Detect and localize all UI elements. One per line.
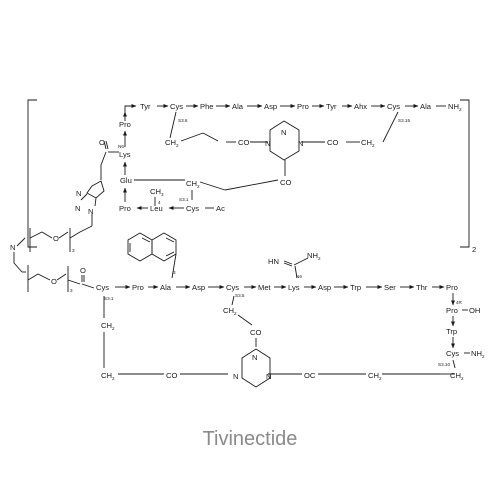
upper-peptide-chain: Pro Tyr Cys S3.6 Phe Ala Asp Pro Tyr Ahx… xyxy=(119,102,462,129)
guanidine-group: HN NH2 xyxy=(268,251,321,279)
stereo-4r: 4R xyxy=(456,300,463,305)
co-upper-left: CO xyxy=(238,138,249,147)
guanidine-nh2: NH2 xyxy=(307,251,321,261)
oc-lower: OC xyxy=(304,371,316,380)
naphthalene-ring: 3 xyxy=(127,232,177,279)
residue-cys-lower-1: Cys xyxy=(96,283,109,292)
sulfur-s315: S3.15 xyxy=(398,118,410,123)
compound-name: Tivinectide xyxy=(202,428,298,450)
triazole-ring: N N N xyxy=(75,180,105,233)
peg-o-upper: O xyxy=(53,234,59,243)
residue-thr: Thr xyxy=(416,283,428,292)
co-lower-left: CO xyxy=(166,371,177,380)
residue-ser: Ser xyxy=(384,283,396,292)
co-upper-bottom: CO xyxy=(280,178,291,187)
triazole-n3: N xyxy=(88,207,93,216)
naphthyl-position: 3 xyxy=(173,270,176,275)
sulfur-s31-upper: S3.1 xyxy=(179,197,189,202)
residue-ala-upper: Ala xyxy=(232,102,244,111)
residue-ala-lower: Ala xyxy=(160,283,172,292)
leu-cys-row: CH3 4 Leu Cys S3.1 Ac xyxy=(136,187,225,213)
glu-crosslink: CH2 xyxy=(134,179,279,191)
residue-ahx: Ahx xyxy=(354,102,367,111)
n6-upper: N6 xyxy=(118,144,124,149)
residue-asp-lower-2: Asp xyxy=(318,283,331,292)
upper-crosslinks: CH2 CO CH2 CO xyxy=(165,111,399,148)
repeat-bracket xyxy=(27,99,470,248)
triazole-n1: N xyxy=(76,189,81,198)
lower-peptide-chain: Cys S3.1 Pro Ala Asp Cys S3.5 Met Lys N6… xyxy=(96,274,485,367)
residue-tyr-2: Tyr xyxy=(326,102,337,111)
lys-column: Lys N6 Glu Pro O xyxy=(99,130,132,213)
residue-cys-upper-2: Cys xyxy=(387,102,400,111)
co-upper-right: CO xyxy=(327,138,338,147)
ring-n-top: N xyxy=(281,128,286,137)
ring-n-lower-top: N xyxy=(252,353,257,362)
triazole-n2: N xyxy=(75,204,80,213)
co-lower-mid: CO xyxy=(250,328,261,337)
residue-cys-lower-3: Cys xyxy=(446,349,459,358)
residue-pro-lower-2: Pro xyxy=(446,283,458,292)
residue-phe: Phe xyxy=(200,102,214,111)
residue-pro-upper: Pro xyxy=(119,120,131,129)
residue-hyp: Pro xyxy=(446,306,458,315)
ch2-lower-left: CH2 xyxy=(101,321,115,331)
triazinane-upper: N N N CO xyxy=(265,120,303,187)
ch2-lower-mid: CH2 xyxy=(223,306,237,316)
guanidine-hn: HN xyxy=(268,257,279,266)
ch2-lower-far-right: CH2 xyxy=(450,371,464,381)
residue-tyr-1: Tyr xyxy=(140,102,151,111)
sulfur-s3-10: S3.10 xyxy=(438,362,450,367)
residue-lys-upper: Lys xyxy=(119,150,131,159)
sulfur-s31-lower: S3.1 xyxy=(104,296,114,301)
sulfur-s35: S3.5 xyxy=(235,293,245,298)
residue-trp-1: Trp xyxy=(350,283,361,292)
residue-trp-2: Trp xyxy=(446,327,457,336)
residue-cys-ac: Cys xyxy=(186,204,199,213)
ch2-lower-right: CH2 xyxy=(368,371,382,381)
ch3-leu: CH3 xyxy=(150,187,164,197)
peg-o-lower: O xyxy=(51,277,57,286)
residue-glu: Glu xyxy=(120,176,132,185)
residue-leu: Leu xyxy=(150,204,163,213)
nh2-lower: NH2 xyxy=(471,349,485,359)
ch2-lower-bottom: CH2 xyxy=(101,371,115,381)
ch2-upper-right: CH2 xyxy=(361,138,375,148)
residue-asp-lower: Asp xyxy=(192,283,205,292)
repeat-multiplier: 2 xyxy=(472,245,476,254)
ring-n-lower-left: N xyxy=(233,372,238,381)
ring-n-lower-right: N xyxy=(266,372,271,381)
sulfur-s36: S3.6 xyxy=(178,118,188,123)
peg-repeat-lower: 3 xyxy=(70,288,73,293)
ch2-upper-left: CH2 xyxy=(165,138,179,148)
residue-cys-upper: Cys xyxy=(170,102,183,111)
stereo-4-leu: 4 xyxy=(158,200,161,205)
peg-repeat-upper: 3 xyxy=(72,248,75,253)
residue-lys-lower: Lys xyxy=(288,283,300,292)
ch2-glu: CH2 xyxy=(186,179,200,189)
peg-carbonyl-o: O xyxy=(80,266,86,275)
residue-pro-upper-2: Pro xyxy=(297,102,309,111)
residue-ala-upper-2: Ala xyxy=(420,102,432,111)
oh-group: OH xyxy=(469,306,480,315)
n6-lower: N6 xyxy=(296,274,302,279)
residue-met: Met xyxy=(258,283,272,292)
residue-ac: Ac xyxy=(216,204,225,213)
nh2-upper: NH2 xyxy=(448,102,462,112)
residue-cys-lower-2: Cys xyxy=(226,283,239,292)
residue-asp-upper: Asp xyxy=(264,102,277,111)
residue-pro-lower-chain: Pro xyxy=(132,283,144,292)
ring-n-right: N xyxy=(298,139,303,148)
carbonyl-o: O xyxy=(99,138,105,147)
residue-pro-lower: Pro xyxy=(119,204,131,213)
triazinane-lower: N N N xyxy=(233,348,271,388)
ring-n-left: N xyxy=(265,139,270,148)
peg-linkers: N O 3 O 3 O xyxy=(10,228,95,293)
lower-crosslinks: CH2 CH2 CO CH2 CO OC CH2 CH2 xyxy=(101,295,464,381)
central-n: N xyxy=(10,243,15,252)
